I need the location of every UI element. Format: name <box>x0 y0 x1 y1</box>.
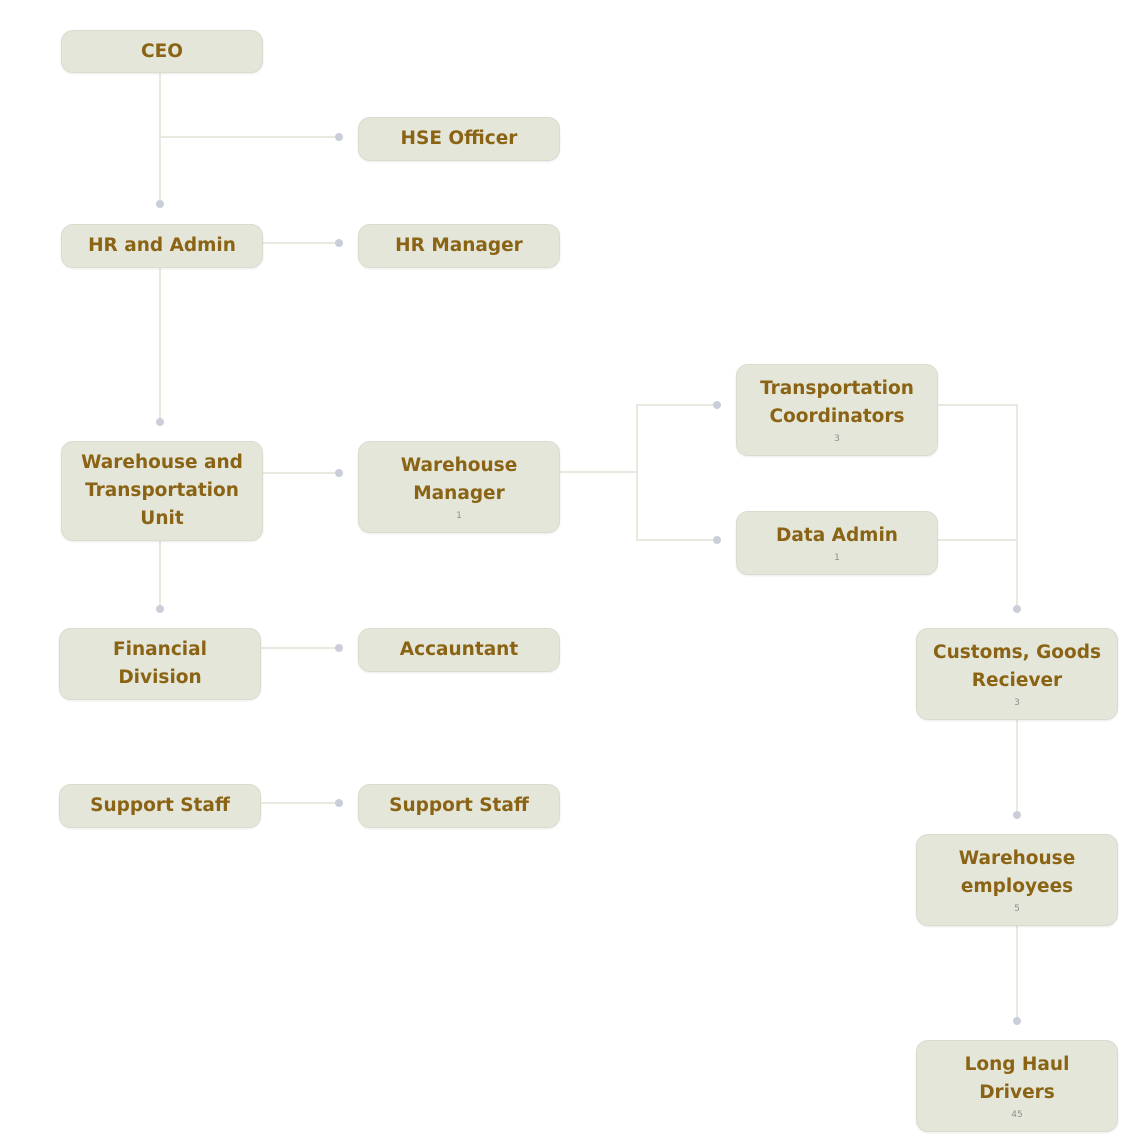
connector-dot <box>335 644 343 652</box>
node-title: Customs, Goods Reciever <box>933 642 1101 691</box>
node-count: 1 <box>456 511 462 521</box>
node-hse-officer[interactable]: HSE Officer <box>358 117 560 161</box>
node-count: 1 <box>834 553 840 563</box>
node-hr-admin[interactable]: HR and Admin <box>61 224 263 268</box>
node-title: Support Staff <box>389 795 529 816</box>
node-financial-division[interactable]: Financial Division <box>59 628 261 700</box>
connector-dot <box>1013 811 1021 819</box>
node-title: Data Admin <box>776 525 898 546</box>
connector-dot <box>156 605 164 613</box>
node-title: Support Staff <box>90 795 230 816</box>
node-data-admin[interactable]: Data Admin 1 <box>736 511 938 575</box>
node-support-staff-left[interactable]: Support Staff <box>59 784 261 828</box>
connector-dot <box>713 401 721 409</box>
connector-dot <box>335 239 343 247</box>
connector-dot <box>1013 1017 1021 1025</box>
connector-manager-coordinators <box>636 404 717 472</box>
node-accountant[interactable]: Accauntant <box>358 628 560 672</box>
node-title: Accauntant <box>399 639 519 660</box>
node-title: Warehouse employees <box>958 848 1076 897</box>
node-count: 45 <box>1011 1110 1023 1120</box>
node-support-staff-right[interactable]: Support Staff <box>358 784 560 828</box>
node-count: 3 <box>1014 698 1020 708</box>
node-long-haul-drivers[interactable]: Long Haul Drivers 45 <box>916 1040 1118 1132</box>
node-title: HR Manager <box>395 235 523 256</box>
connector-manager-data-admin <box>636 472 717 541</box>
connector-dot <box>335 799 343 807</box>
connector-dot <box>713 536 721 544</box>
node-title: Financial Division <box>113 639 207 688</box>
connector-dot <box>156 200 164 208</box>
node-customs-receiver[interactable]: Customs, Goods Reciever 3 <box>916 628 1118 720</box>
connector-dot <box>335 133 343 141</box>
connector-dot <box>1013 605 1021 613</box>
node-title: Warehouse and Transportation Unit <box>81 452 243 529</box>
node-warehouse-employees[interactable]: Warehouse employees 5 <box>916 834 1118 926</box>
connector-coordinators-customs <box>937 404 1018 609</box>
node-ceo[interactable]: CEO <box>61 30 263 73</box>
node-count: 3 <box>834 434 840 444</box>
node-title: HSE Officer <box>400 128 518 149</box>
node-transport-coordinators[interactable]: Transportation Coordinators 3 <box>736 364 938 456</box>
node-title: Long Haul Drivers <box>964 1054 1070 1103</box>
node-warehouse-unit[interactable]: Warehouse and Transportation Unit <box>61 441 263 541</box>
connector-dot <box>156 418 164 426</box>
node-count: 5 <box>1014 904 1020 914</box>
node-title: HR and Admin <box>88 235 236 256</box>
node-title: CEO <box>141 40 183 62</box>
node-warehouse-manager[interactable]: Warehouse Manager 1 <box>358 441 560 533</box>
connector-dot <box>335 469 343 477</box>
node-hr-manager[interactable]: HR Manager <box>358 224 560 268</box>
node-title: Transportation Coordinators <box>760 378 914 427</box>
node-title: Warehouse Manager <box>400 455 518 504</box>
